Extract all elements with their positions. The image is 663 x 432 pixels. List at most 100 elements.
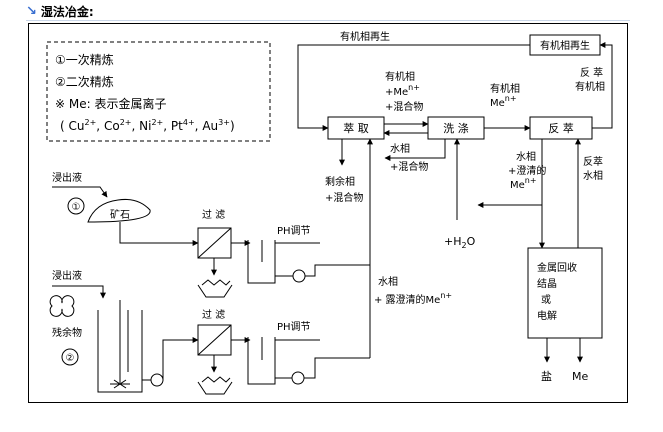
recover-line-2: 结晶 — [537, 277, 557, 290]
aq-clear-label-2: +澄清的 — [508, 164, 546, 177]
org-me-label-1: 有机相 — [490, 82, 520, 95]
legend-ions-sep: , — [195, 119, 199, 133]
ion-sup: 2+ — [151, 118, 163, 127]
route-2-number: ② — [66, 353, 75, 364]
ion-base: Pt — [171, 119, 183, 133]
arrow-icon: ↘ — [26, 3, 37, 19]
aq2-label-2-sup: n+ — [440, 291, 452, 300]
ion-sup: 2+ — [85, 118, 97, 127]
wash-label: 洗 涤 — [443, 121, 469, 135]
pump-3-to-riser — [304, 357, 370, 379]
strip-to-regen-line — [592, 42, 613, 129]
ion-sup: 2+ — [120, 118, 132, 127]
leach-label-1: 浸出液 — [52, 171, 82, 184]
org-mix-label-1: 有机相 — [385, 70, 415, 83]
aq2-label-2: + 露澄清的Men+ — [374, 291, 452, 306]
aq2-label-2-main: + 露澄清的Me — [374, 293, 440, 306]
aq-clear-label-3-sup: n+ — [525, 176, 537, 185]
legend-ions-sep: , — [131, 119, 135, 133]
legend-ions-open: ( — [60, 119, 65, 133]
org-mix-label-3: +混合物 — [385, 100, 423, 113]
diagram-frame — [28, 23, 628, 403]
ore-label: 矿石 — [110, 208, 130, 221]
org-me-label-2-main: Me — [490, 98, 505, 109]
pump-1-to-riser — [305, 264, 370, 277]
ion-base: Co — [104, 119, 120, 133]
strip-org-label-2: 有机相 — [575, 80, 605, 93]
legend-ions: ( Cu2+, Co2+, Ni2+, Pt4+, Au3+) — [60, 118, 235, 133]
leach-label-2: 浸出液 — [52, 269, 82, 282]
strip-aq-label-1: 反萃 — [583, 156, 603, 168]
salt-label: 盐 — [541, 370, 552, 383]
route-1-marker — [67, 197, 85, 215]
aq-mix-label-1: 水相 — [390, 142, 410, 155]
pump-1 — [292, 269, 306, 283]
legend-ions-close: ) — [230, 119, 235, 133]
filter-2-diagonal — [197, 324, 232, 356]
raffinate-label-2: +混合物 — [325, 191, 363, 204]
legend-item-1: ①一次精炼 — [55, 52, 114, 67]
route-1-number: ① — [72, 202, 81, 213]
regen-line-label: 有机相再生 — [340, 30, 390, 43]
recover-line-1: 金属回收 — [537, 261, 577, 274]
legend-ions-sep: , — [96, 119, 100, 133]
regen-return-line — [297, 44, 530, 131]
org-mix-label-2-main: +Me — [385, 87, 408, 98]
ph-tank-1 — [247, 240, 276, 284]
ph-tank-2 — [247, 337, 276, 385]
ion-base: Ni — [139, 119, 151, 133]
legend-item-2: ②二次精炼 — [55, 74, 114, 89]
leach-2-arrow — [52, 285, 106, 299]
filter-2-label: 过 滤 — [202, 308, 225, 321]
filter-1-cake — [197, 279, 233, 298]
org-mix-label-2: +Men+ — [385, 83, 420, 98]
org-me-label-2-sup: n+ — [505, 94, 517, 103]
me-output-label: Me — [572, 370, 588, 383]
strip-aq-label-2: 水相 — [583, 169, 603, 182]
pump-3 — [291, 371, 305, 385]
aq-clear-label-1: 水相 — [516, 150, 536, 163]
raffinate-label-1: 剩余相 — [325, 175, 355, 188]
org-me-label-2: Men+ — [490, 94, 517, 109]
filter-1-diagonal — [197, 227, 232, 259]
pump-2 — [150, 373, 164, 387]
aq-mix-label-2: +混合物 — [390, 160, 428, 173]
water-label-post: O — [467, 235, 476, 248]
ion-sup: 4+ — [183, 118, 195, 127]
recover-box — [527, 247, 603, 339]
water-label-pre: +H — [444, 235, 462, 248]
extract-label: 萃 取 — [343, 122, 369, 135]
ion-sup: 3+ — [218, 118, 230, 127]
regen-label: 有机相再生 — [540, 39, 590, 52]
legend-item-3: ※ Me: 表示金属离子 — [55, 96, 166, 111]
strip-label: 反 萃 — [548, 122, 574, 135]
section-header: ↘ 湿法冶金: — [26, 3, 94, 19]
residue-blob-icon — [49, 295, 75, 317]
ore-to-filter-arrow — [119, 222, 199, 246]
residue-label: 残余物 — [52, 326, 82, 339]
filter-1-label: 过 滤 — [202, 208, 225, 221]
ph-1-label: PH调节 — [277, 225, 311, 237]
route-2-marker — [61, 348, 79, 366]
strip-org-label-1: 反 萃 — [580, 67, 603, 79]
ph-2-label: PH调节 — [277, 321, 311, 333]
ion-base: Au — [202, 119, 218, 133]
recover-line-4: 电解 — [537, 309, 557, 322]
legend-ions-sep: , — [163, 119, 167, 133]
recover-line-3: 或 — [541, 294, 551, 306]
header-divider — [26, 20, 630, 21]
filter-2-cake — [197, 376, 233, 395]
leach-1-arrow — [52, 186, 108, 198]
aq2-label-1: 水相 — [378, 275, 398, 288]
wash-aqueous-line — [384, 139, 446, 161]
impeller-icon — [110, 379, 130, 389]
ion-base: Cu — [69, 119, 85, 133]
pump-2-to-filter-arrow — [162, 337, 199, 380]
leach-tank-2 — [97, 310, 143, 393]
section-title: 湿法冶金: — [40, 4, 94, 19]
aq-clear-label-3: Men+ — [510, 176, 537, 191]
ore-pile — [87, 199, 151, 223]
aq-clear-label-3-main: Me — [510, 180, 525, 191]
org-mix-label-2-sup: n+ — [408, 83, 420, 92]
